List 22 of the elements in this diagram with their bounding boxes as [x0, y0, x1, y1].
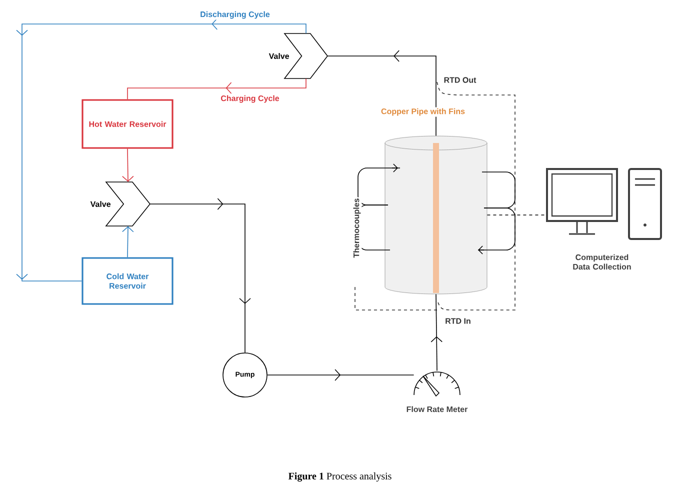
- valve-label: Valve: [90, 201, 111, 207]
- part-label: Thermocouples: [352, 197, 362, 259]
- reservoir-box: Cold Water Reservoir: [82, 257, 174, 305]
- computer-label: Computerized Data Collection: [573, 254, 631, 270]
- part-label: Copper Pipe with Fins: [380, 107, 466, 117]
- connector: [16, 18, 306, 282]
- tank-cylinder: [384, 136, 488, 294]
- edge-label: Discharging Cycle: [199, 10, 271, 20]
- connector: [122, 148, 134, 182]
- connector: [150, 198, 251, 353]
- part-label: RTD Out: [442, 76, 478, 84]
- connector: [122, 226, 134, 258]
- valve-label: Valve: [268, 53, 290, 59]
- reservoir-box: Hot Water Reservoir: [82, 99, 174, 149]
- connector: [327, 50, 436, 136]
- edge-label: Charging Cycle: [220, 94, 280, 104]
- connector: [127, 78, 306, 100]
- meter-label: Flow Rate Meter: [406, 406, 468, 412]
- connector: [267, 369, 414, 381]
- connector: [430, 294, 443, 372]
- figure-caption: Figure 1 Process analysis: [288, 472, 392, 482]
- part-label: RTD In: [444, 317, 472, 325]
